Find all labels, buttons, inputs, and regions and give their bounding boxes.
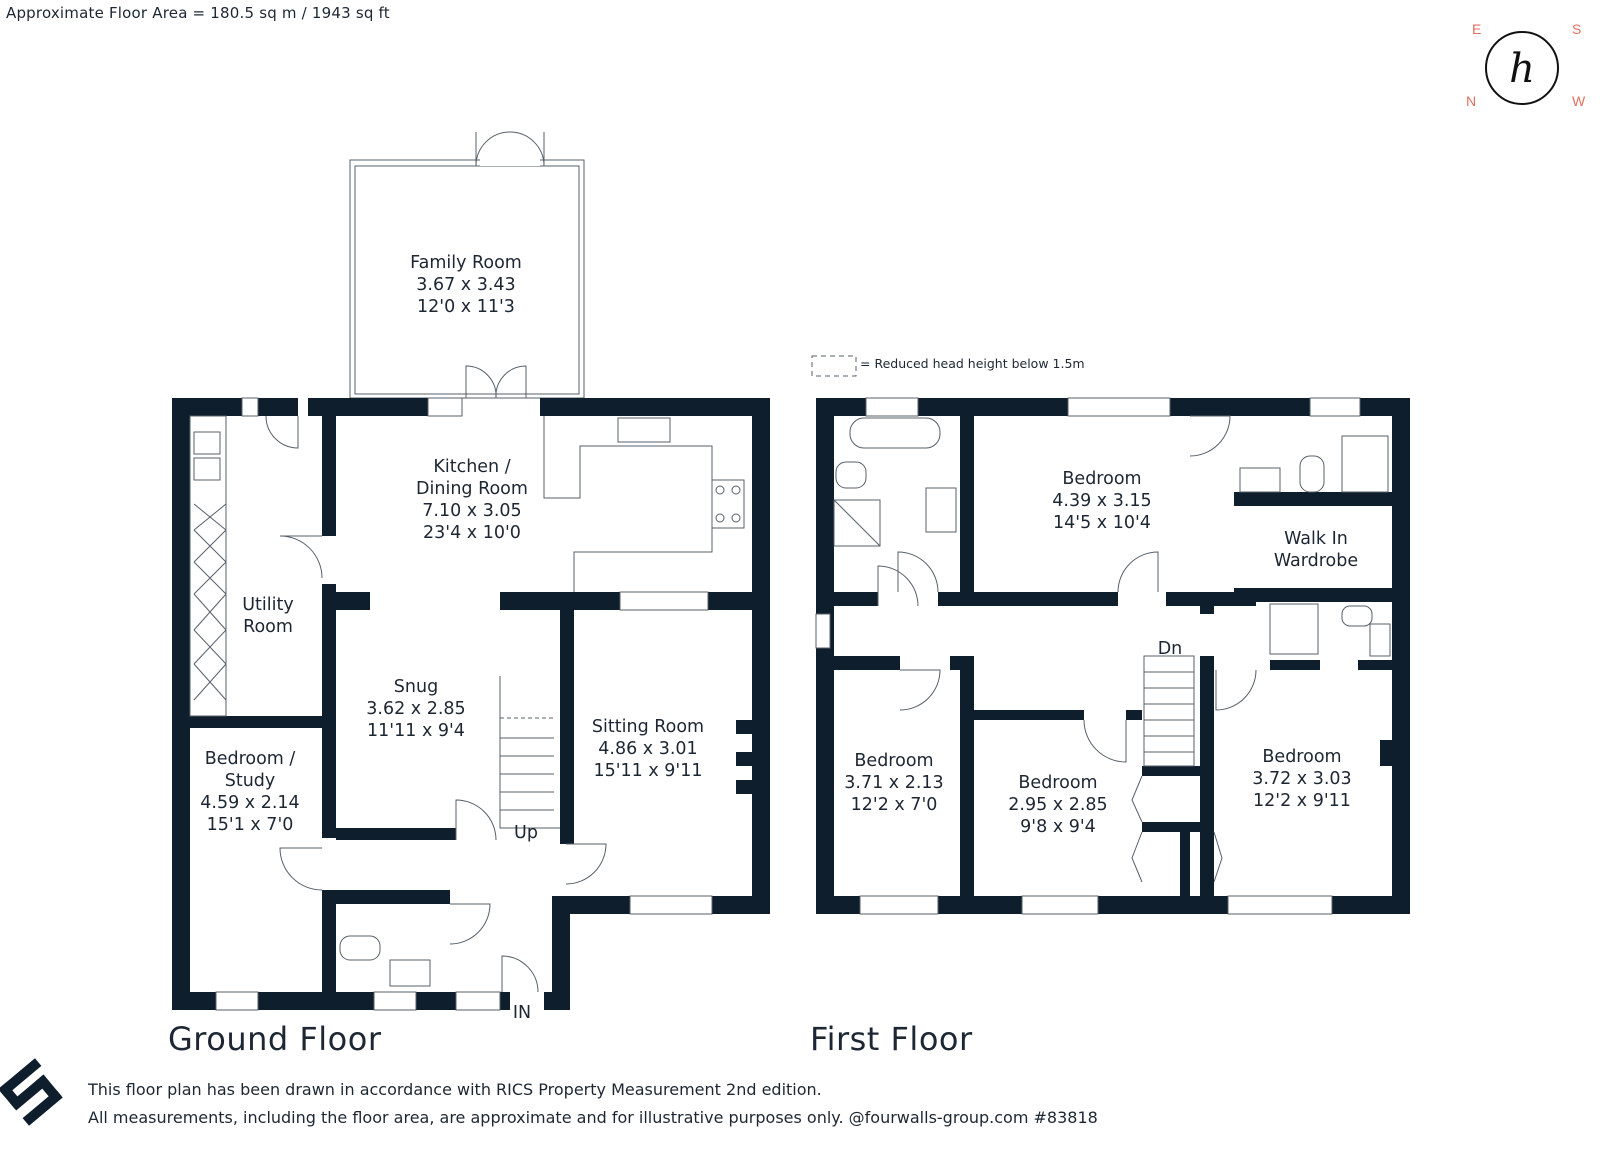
first-floor-labels: Bedroom 4.39 x 3.15 14'5 x 10'4 Walk In … bbox=[844, 469, 1358, 837]
svg-text:2.95 x 2.85: 2.95 x 2.85 bbox=[1008, 795, 1107, 815]
svg-text:Bedroom: Bedroom bbox=[1062, 469, 1141, 489]
first-floor-fixtures bbox=[833, 415, 1391, 883]
floor-area-label: Approximate Floor Area = 180.5 sq m / 19… bbox=[6, 4, 390, 22]
svg-text:15'11 x 9'11: 15'11 x 9'11 bbox=[593, 761, 702, 781]
utility-external-door bbox=[265, 415, 299, 449]
stairs-down-label: Dn bbox=[1158, 639, 1183, 659]
svg-text:7.10 x 3.05: 7.10 x 3.05 bbox=[422, 501, 521, 521]
family-room-outline bbox=[349, 159, 585, 399]
svg-text:Dining Room: Dining Room bbox=[416, 479, 528, 499]
ground-floor-windows bbox=[215, 397, 713, 1011]
svg-text:Bedroom: Bedroom bbox=[1018, 773, 1097, 793]
fourwalls-logo bbox=[0, 1058, 63, 1126]
ground-floor-labels: Family Room 3.67 x 3.43 12'0 x 11'3 Kitc… bbox=[200, 253, 704, 1023]
svg-text:3.62 x 2.85: 3.62 x 2.85 bbox=[366, 699, 465, 719]
logo-letter: h bbox=[1509, 46, 1535, 92]
svg-text:Wardrobe: Wardrobe bbox=[1274, 551, 1358, 571]
svg-text:Walk In: Walk In bbox=[1284, 529, 1348, 549]
svg-text:4.86 x 3.01: 4.86 x 3.01 bbox=[598, 739, 697, 759]
legend-label: = Reduced head height below 1.5m bbox=[860, 356, 1085, 371]
svg-text:Bedroom: Bedroom bbox=[854, 751, 933, 771]
compass-e: E bbox=[1472, 21, 1481, 37]
compass-n: N bbox=[1466, 93, 1476, 109]
svg-text:4.59 x 2.14: 4.59 x 2.14 bbox=[200, 793, 299, 813]
svg-text:Bedroom /: Bedroom / bbox=[205, 749, 296, 769]
svg-text:Kitchen /: Kitchen / bbox=[433, 457, 510, 477]
compass-w: W bbox=[1572, 93, 1586, 109]
first-floor-title: First Floor bbox=[810, 1020, 973, 1058]
svg-text:Bedroom: Bedroom bbox=[1262, 747, 1341, 767]
first-floor-windows bbox=[815, 397, 1361, 915]
wall-west bbox=[172, 398, 190, 1010]
svg-text:Sitting Room: Sitting Room bbox=[592, 717, 704, 737]
footer-line-2: All measurements, including the floor ar… bbox=[88, 1108, 1098, 1127]
ground-floor-walls bbox=[172, 131, 770, 1010]
stairs-up-label: Up bbox=[514, 823, 538, 843]
svg-text:12'2 x 7'0: 12'2 x 7'0 bbox=[851, 795, 938, 815]
svg-text:4.39 x 3.15: 4.39 x 3.15 bbox=[1052, 491, 1151, 511]
legend-symbol bbox=[811, 355, 857, 377]
svg-text:11'11 x 9'4: 11'11 x 9'4 bbox=[367, 721, 465, 741]
svg-text:Utility: Utility bbox=[242, 595, 293, 615]
svg-text:Snug: Snug bbox=[394, 677, 438, 697]
footer-line-1: This floor plan has been drawn in accord… bbox=[88, 1080, 822, 1099]
compass-logo: E S N W h bbox=[1466, 21, 1586, 109]
family-room-doors bbox=[475, 131, 545, 167]
svg-text:14'5 x 10'4: 14'5 x 10'4 bbox=[1053, 513, 1151, 533]
svg-text:3.71 x 2.13: 3.71 x 2.13 bbox=[844, 773, 943, 793]
svg-text:12'2 x 9'11: 12'2 x 9'11 bbox=[1253, 791, 1351, 811]
svg-text:Study: Study bbox=[225, 771, 276, 791]
svg-text:23'4 x 10'0: 23'4 x 10'0 bbox=[423, 523, 521, 543]
svg-text:15'1 x 7'0: 15'1 x 7'0 bbox=[207, 815, 294, 835]
wall-east bbox=[752, 398, 770, 914]
svg-text:3.72 x 3.03: 3.72 x 3.03 bbox=[1252, 769, 1351, 789]
ground-floor-title: Ground Floor bbox=[168, 1020, 382, 1058]
svg-text:Room: Room bbox=[243, 617, 293, 637]
family-room-metric: 3.67 x 3.43 bbox=[416, 275, 515, 295]
compass-s: S bbox=[1572, 21, 1581, 37]
family-room-imperial: 12'0 x 11'3 bbox=[417, 297, 515, 317]
compass-ring bbox=[1485, 31, 1559, 105]
family-room-name: Family Room bbox=[410, 253, 522, 273]
first-floor-walls bbox=[816, 398, 1410, 914]
svg-text:9'8 x 9'4: 9'8 x 9'4 bbox=[1020, 817, 1096, 837]
ground-floor-fixtures bbox=[189, 365, 745, 993]
entrance-label: IN bbox=[513, 1003, 531, 1023]
